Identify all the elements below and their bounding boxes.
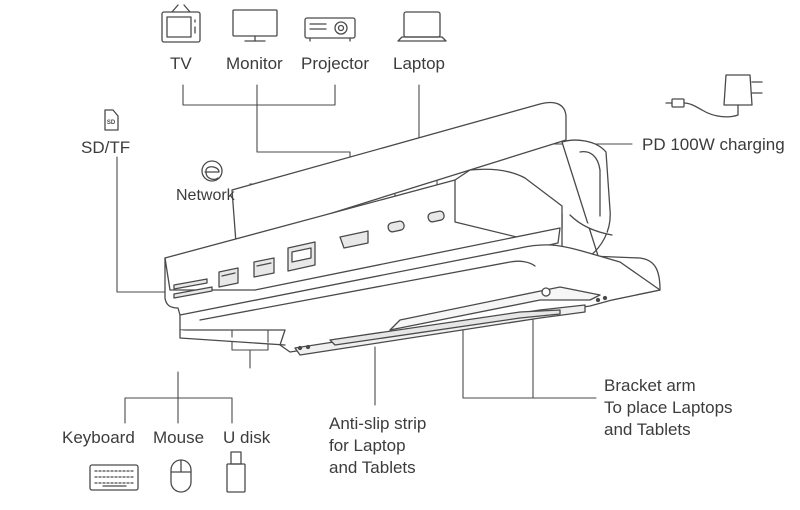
sd-icon-text: SD: [107, 120, 116, 126]
usb-a-port-2: [253, 257, 275, 278]
ethernet-icon: [201, 160, 223, 182]
anti-slip-line-3: and Tablets: [329, 458, 416, 477]
label-bracket-arm: Bracket arm To place Laptops and Tablets: [604, 375, 733, 441]
usb-c-port-1: [387, 220, 405, 233]
usb-c-port-2: [427, 210, 445, 223]
monitor-icon: [232, 9, 278, 42]
dock-body: [164, 101, 661, 356]
projector-icon: [304, 17, 356, 42]
usb-drive-icon: [226, 451, 246, 493]
bracket-line-2: To place Laptops: [604, 398, 733, 417]
label-laptop: Laptop: [393, 54, 445, 73]
bracket-line-3: and Tablets: [604, 420, 691, 439]
keyboard-icon: [89, 464, 139, 491]
sd-slot-port: [173, 278, 213, 299]
label-tv: TV: [170, 54, 192, 73]
label-sd-tf: SD/TF: [81, 138, 131, 157]
label-projector: Projector: [301, 54, 370, 73]
label-anti-slip: Anti-slip strip for Laptop and Tablets: [329, 413, 426, 479]
laptop-icon: [397, 11, 447, 42]
bracket-line-1: Bracket arm: [604, 376, 696, 395]
label-monitor: Monitor: [226, 54, 283, 73]
anti-slip-line-1: Anti-slip strip: [329, 414, 427, 433]
ethernet-port: [287, 241, 316, 272]
label-mouse: Mouse: [153, 428, 205, 447]
label-network: Network: [176, 187, 235, 204]
label-keyboard: Keyboard: [62, 428, 135, 447]
label-u-disk: U disk: [223, 428, 271, 447]
anti-slip-line-2: for Laptop: [329, 436, 406, 455]
label-pd-charging: PD 100W charging: [642, 135, 785, 154]
mouse-icon: [170, 459, 192, 493]
power-adapter-icon: [665, 74, 763, 118]
tv-icon: [161, 4, 201, 43]
usb-a-port-1: [218, 267, 239, 288]
ports: [173, 210, 445, 299]
hdmi-port: [339, 230, 369, 249]
sd-card-icon: [104, 109, 119, 131]
